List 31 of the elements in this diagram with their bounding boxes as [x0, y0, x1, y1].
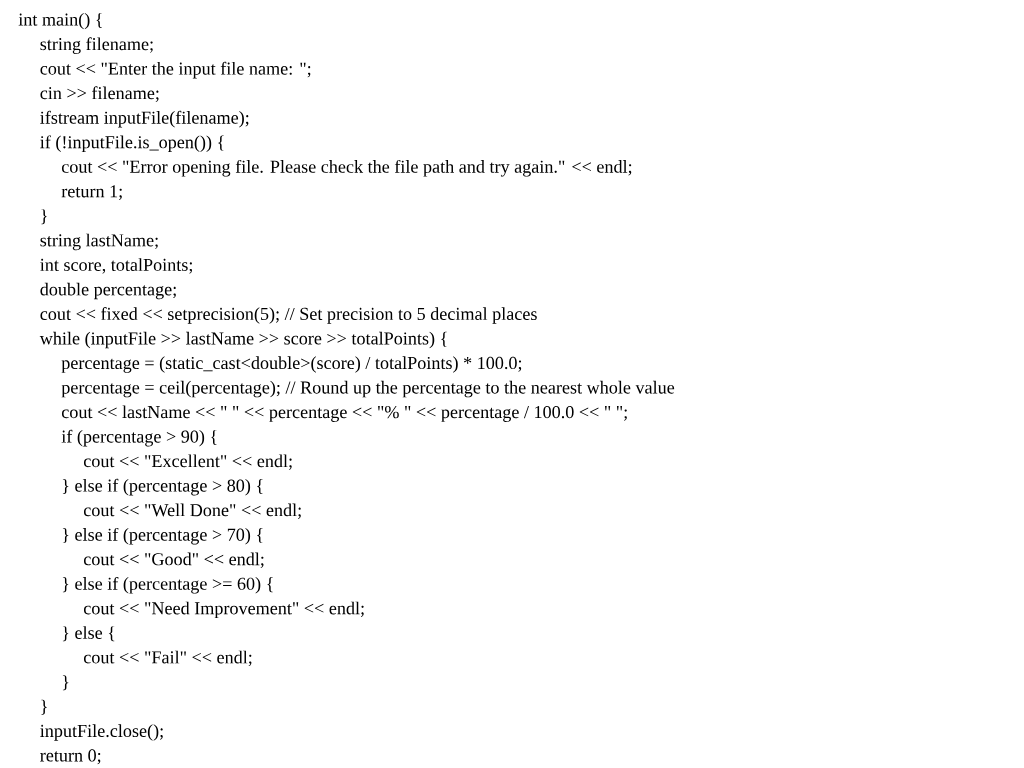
code-line: cout << "Need Improvement" << endl;: [83, 601, 364, 619]
code-line: cin >> filename;: [40, 86, 159, 102]
code-line: int main() {: [18, 12, 102, 30]
code-line: double percentage;: [40, 282, 176, 300]
code-line: } else if (percentage > 70) {: [62, 527, 263, 545]
code-line: cout << "Well Done" << endl;: [83, 503, 301, 519]
code-line: return 0;: [40, 749, 101, 765]
code-line: }: [62, 675, 69, 691]
code-line: string lastName;: [40, 233, 158, 251]
code-line: return 1;: [61, 185, 122, 200]
code-line: if (!inputFile.is_open()) {: [40, 135, 224, 152]
code-line: } else if (percentage >= 60) {: [62, 576, 273, 594]
code-line: } else {: [62, 626, 115, 642]
code-line: percentage = ceil(percentage); // Round up the percentage to the nearest whole value: [61, 380, 675, 398]
code-line: while (inputFile >> lastName >> score >> totalPoints) {: [39, 331, 447, 349]
code-line: cout << "Good" << endl;: [83, 552, 264, 568]
code-line: cout << "Enter the input file name: ";: [40, 61, 311, 79]
code-line: } else if (percentage > 80) {: [62, 478, 263, 496]
code-line: }: [41, 209, 47, 225]
code-line: cout << lastName << " " << percentage << "% " << percentage / 100.0 << " ";: [61, 405, 627, 422]
code-line: }: [41, 699, 47, 715]
code-line: cout << "Excellent" << endl;: [83, 454, 292, 470]
code-line: int score, totalPoints;: [40, 258, 192, 274]
code-line: string filename;: [40, 37, 153, 54]
code-line: if (percentage > 90) {: [61, 429, 217, 447]
code-line: cout << "Fail" << endl;: [83, 650, 252, 667]
code-line: percentage = (static_cast<double>(score) / totalPoints) * 100.0;: [61, 356, 522, 373]
code-line: inputFile.close();: [40, 724, 163, 741]
code-line: ifstream inputFile(filename);: [40, 110, 249, 128]
code-line: cout << fixed << setprecision(5); // Set precision to 5 decimal places: [40, 307, 537, 324]
code-line: cout << "Error opening file. Please check the file path and try again." << endl;: [61, 159, 632, 177]
